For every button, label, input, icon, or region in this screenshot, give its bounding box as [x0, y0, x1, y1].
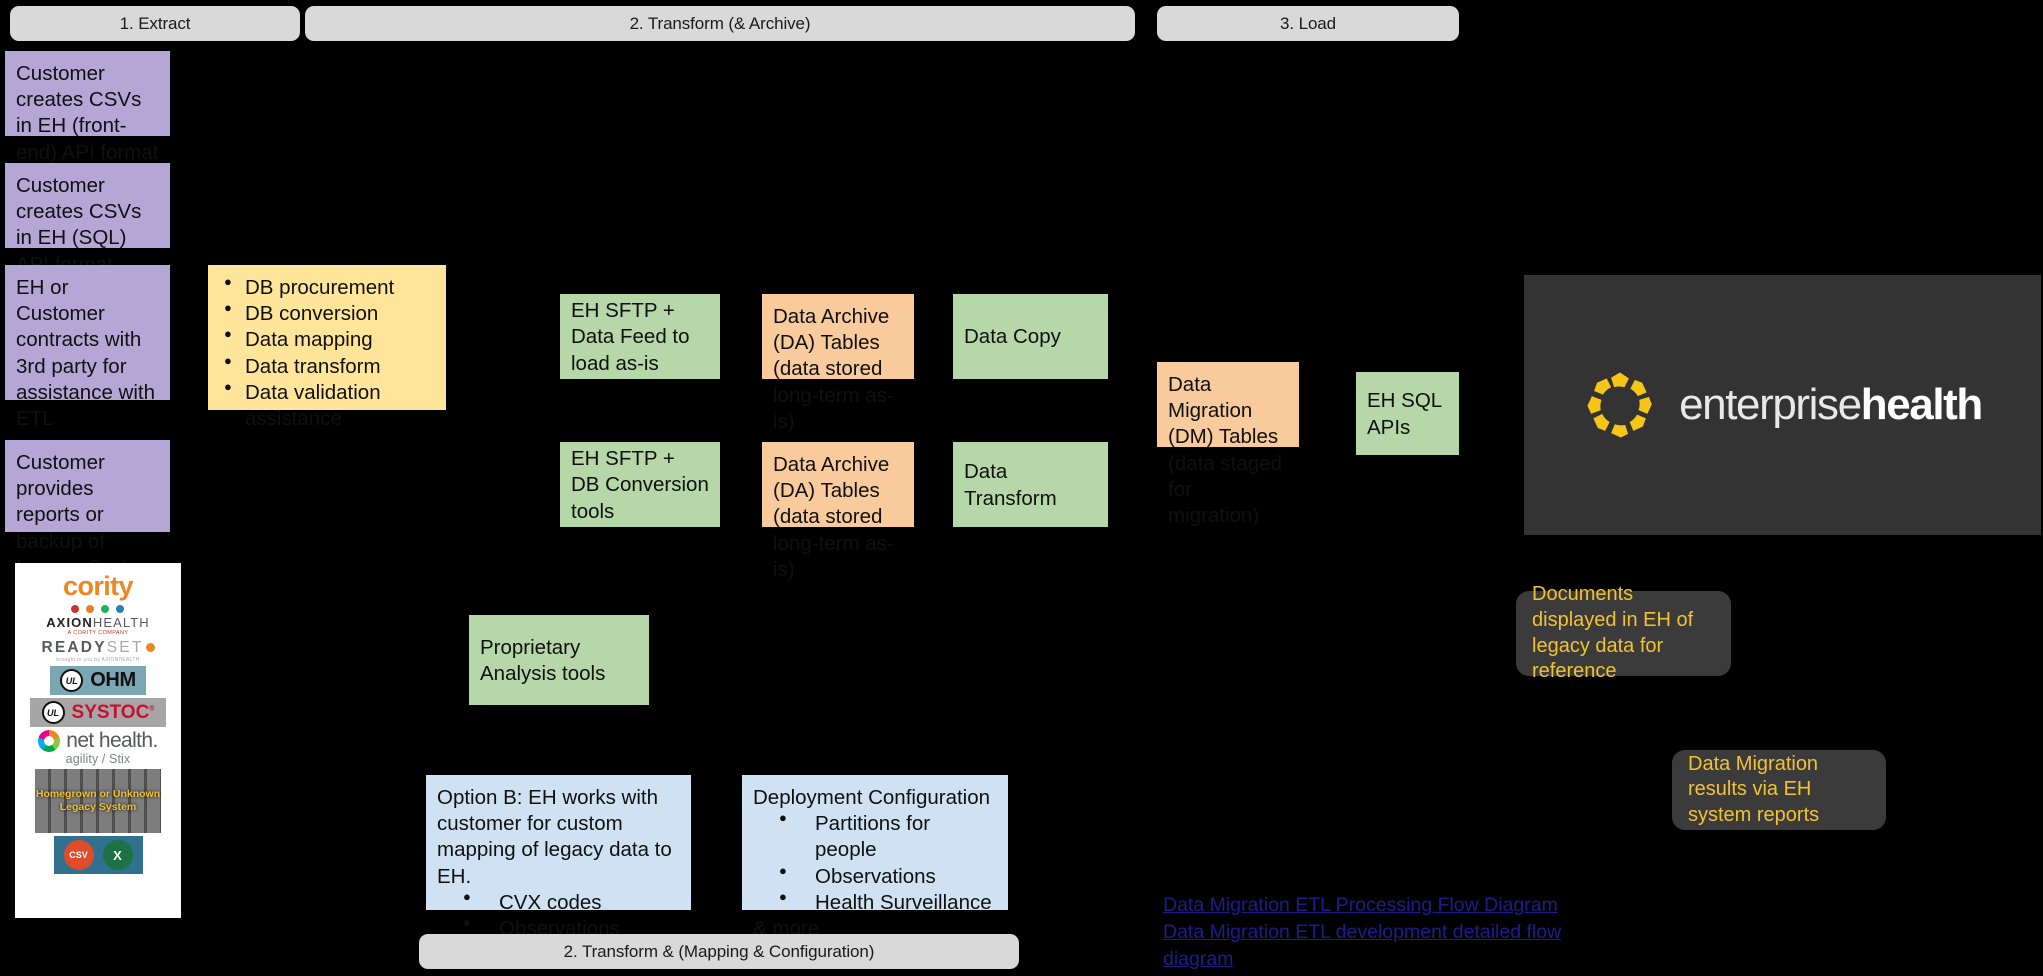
- readyset-ready: READY: [41, 638, 107, 656]
- deployment-config-item: Health Surveillance: [779, 889, 997, 916]
- ohm-wordmark: OHM: [90, 669, 136, 691]
- transform-box-da-tables-2[interactable]: Data Archive (DA) Tables (data stored lo…: [762, 442, 914, 581]
- task-item: Data transform: [224, 353, 435, 380]
- option-b-box[interactable]: Option B: EH works with customer for cus…: [426, 775, 691, 940]
- net-health-wordmark: net health.: [66, 729, 158, 752]
- readyset-set: SET: [106, 638, 144, 656]
- vendor-logo-legacy-system: Homegrown or Unknown Legacy System: [19, 769, 177, 834]
- csv-file-label: CSV: [69, 850, 88, 861]
- vendor-logo-systoc: UL SYSTOC®: [19, 698, 177, 727]
- third-party-tasks-box[interactable]: DB procurement DB conversion Data mappin…: [208, 265, 446, 430]
- link-processing-flow[interactable]: Data Migration ETL Processing Flow Diagr…: [1163, 894, 1558, 916]
- transform-box-data-transform[interactable]: Data Transform: [953, 442, 1108, 527]
- extract-box-legacy-reports[interactable]: Customer provides reports or backup of L…: [5, 440, 170, 579]
- net-health-ring-icon: [38, 730, 61, 753]
- vendor-logo-file-formats: CSV X: [19, 836, 177, 875]
- enterprise-health-wordmark: enterprisehealth: [1679, 380, 1984, 430]
- axion-dots-icon: [71, 605, 125, 613]
- readyset-tagline: brought to you by AXIONHEALTH: [56, 657, 140, 663]
- note-documents-displayed[interactable]: Documents displayed in EH of legacy data…: [1516, 583, 1731, 682]
- transform-box-data-copy[interactable]: Data Copy: [953, 294, 1108, 379]
- excel-file-icon: X: [102, 840, 133, 871]
- systoc-registered-mark: ®: [149, 705, 155, 713]
- phase-header-transform[interactable]: 2. Transform (& Archive): [305, 6, 1135, 41]
- deployment-config-item: Partitions for people: [779, 810, 997, 863]
- ul-certification-icon: UL: [41, 701, 65, 724]
- related-diagram-links: Data Migration ETL Processing Flow Diagr…: [1163, 892, 1633, 973]
- proprietary-analysis-tools-box[interactable]: Proprietary Analysis tools: [469, 615, 649, 705]
- extract-box-csv-frontend[interactable]: Customer creates CSVs in EH (front-end) …: [5, 51, 170, 164]
- vendor-logo-net-health: net health. agility / Stix: [19, 729, 177, 767]
- cority-wordmark: cority: [63, 571, 134, 601]
- phase-header-load[interactable]: 3. Load: [1157, 6, 1459, 41]
- legacy-vendor-logo-strip: cority AXIONHEALTH A CORITY COMPANY READ…: [15, 563, 181, 918]
- note-dm-results[interactable]: Data Migration results via EH system rep…: [1672, 750, 1886, 830]
- wordmark-health: health: [1860, 380, 1984, 429]
- deployment-config-intro: Deployment Configuration: [753, 786, 991, 809]
- load-box-dm-tables[interactable]: Data Migration (DM) Tables (data staged …: [1157, 362, 1299, 527]
- enterprise-health-sun-icon: [1587, 372, 1652, 438]
- excel-file-label: X: [113, 847, 122, 863]
- phase-header-extract[interactable]: 1. Extract: [10, 6, 300, 41]
- legacy-caption-line2: Legacy System: [59, 801, 137, 814]
- enterprise-health-panel: enterprisehealth: [1524, 275, 2041, 535]
- transform-box-sftp-data-feed[interactable]: EH SFTP + Data Feed to load as-is: [560, 294, 720, 379]
- vendor-logo-readyset: READYSET brought to you by AXIONHEALTH: [19, 638, 177, 664]
- phase-footer-transform-mapping[interactable]: 2. Transform & (Mapping & Configuration): [419, 934, 1019, 969]
- vendor-logo-axion-health: AXIONHEALTH A CORITY COMPANY: [19, 605, 177, 637]
- deployment-config-item: Observations: [779, 863, 997, 890]
- extract-box-third-party[interactable]: EH or Customer contracts with 3rd party …: [5, 265, 170, 430]
- vendor-logo-ohm: UL OHM: [19, 666, 177, 695]
- wordmark-enterprise: enterprise: [1679, 380, 1862, 429]
- extract-box-csv-sql[interactable]: Customer creates CSVs in EH (SQL) API fo…: [5, 163, 170, 276]
- task-item: Data validation assistance: [224, 379, 435, 432]
- task-item: DB conversion: [224, 300, 435, 327]
- transform-box-sftp-db-conversion[interactable]: EH SFTP + DB Conversion tools: [560, 442, 720, 527]
- link-detailed-flow[interactable]: Data Migration ETL development detailed …: [1163, 920, 1562, 970]
- option-b-item: CVX codes: [463, 889, 680, 916]
- ul-certification-icon: UL: [60, 669, 84, 692]
- option-b-intro: Option B: EH works with customer for cus…: [437, 786, 672, 888]
- axion-wordmark: AXIONHEALTH: [46, 616, 150, 629]
- axion-tagline: A CORITY COMPANY: [67, 630, 129, 636]
- legacy-mainframe-photo: Homegrown or Unknown Legacy System: [35, 769, 161, 834]
- task-item: DB procurement: [224, 274, 435, 301]
- task-item: Data mapping: [224, 326, 435, 353]
- deployment-configuration-box[interactable]: Deployment Configuration Partitions for …: [742, 775, 1008, 940]
- csv-file-icon: CSV: [63, 840, 94, 871]
- legacy-caption-line1: Homegrown or Unknown: [35, 788, 161, 801]
- vendor-logo-cority: cority: [19, 571, 177, 602]
- load-box-eh-sql-apis[interactable]: EH SQL APIs: [1356, 372, 1459, 455]
- net-health-subtitle: agility / Stix: [65, 752, 131, 767]
- readyset-dot-icon: [145, 642, 155, 652]
- axion-name-bold: AXION: [46, 615, 93, 630]
- systoc-wordmark: SYSTOC: [71, 701, 150, 723]
- axion-name-light: HEALTH: [92, 615, 150, 630]
- transform-box-da-tables-1[interactable]: Data Archive (DA) Tables (data stored lo…: [762, 294, 914, 433]
